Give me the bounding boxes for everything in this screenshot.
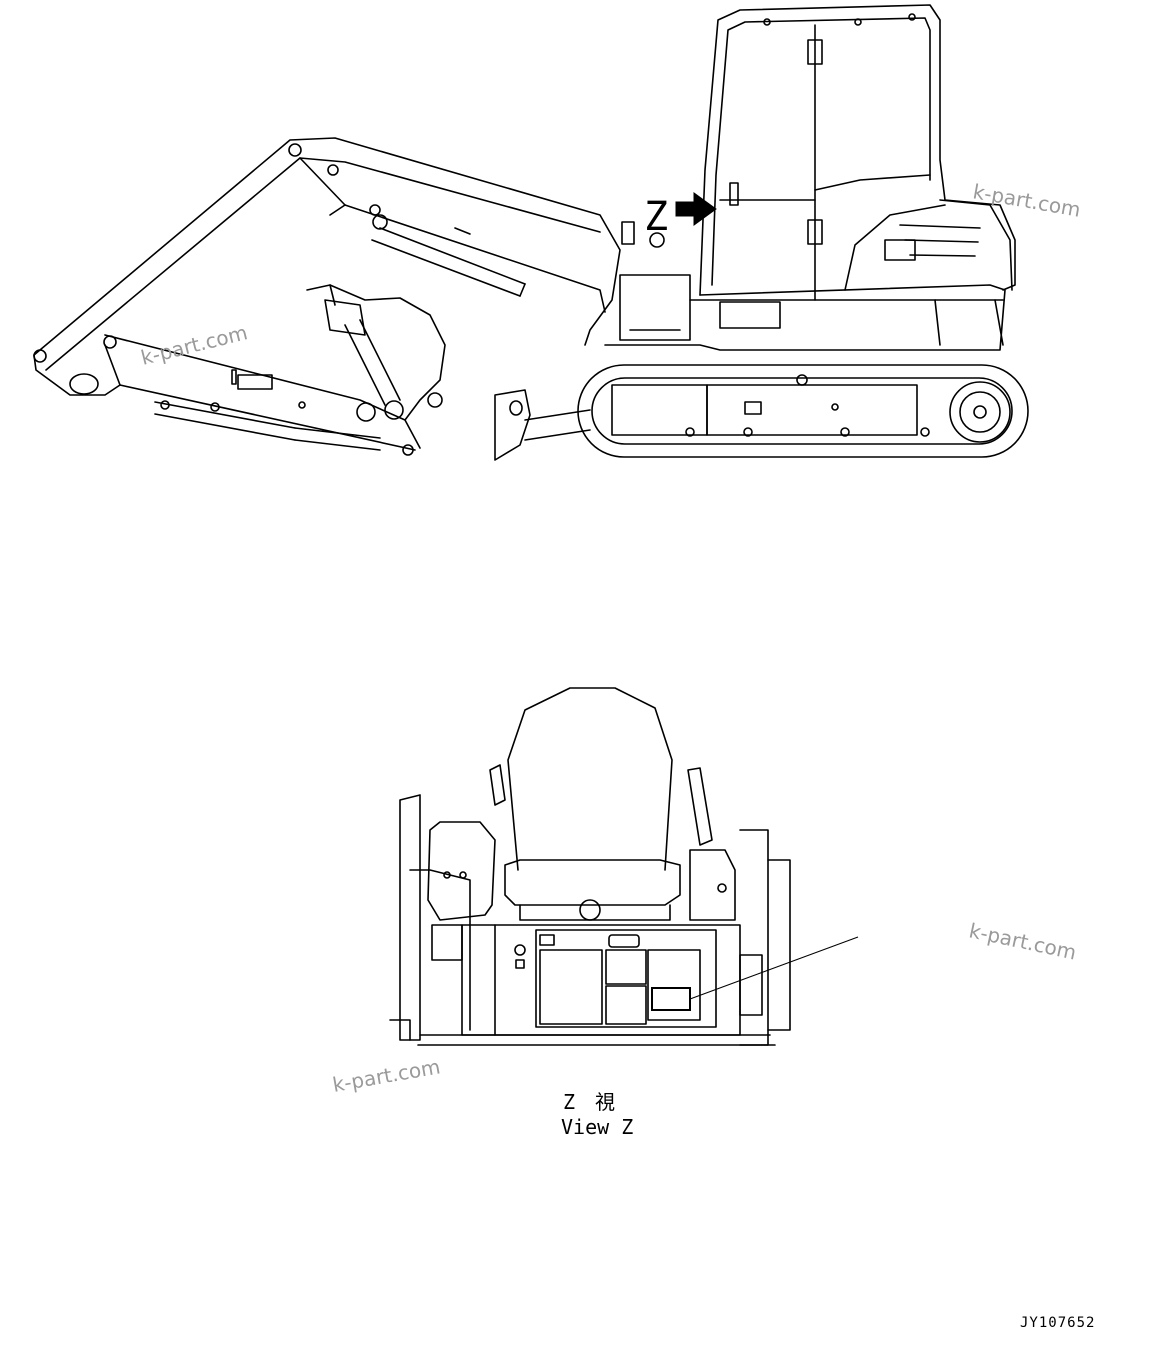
engine-hood — [899, 199, 1013, 346]
watermark: k-part.com — [971, 179, 1082, 222]
leader-line — [689, 936, 859, 1000]
callout-arrow-icon — [675, 192, 717, 226]
cab — [699, 4, 1016, 301]
upper-structure — [604, 232, 1006, 351]
left-console — [389, 764, 506, 1041]
bucket — [306, 284, 446, 456]
watermark: k-part.com — [331, 1054, 442, 1097]
right-control-lever — [687, 767, 791, 1046]
cab-floor-frame — [417, 924, 776, 1046]
crawler-track — [577, 364, 1029, 458]
label-plate-callout — [651, 936, 859, 1011]
view-z-caption-en: View Z — [561, 1115, 633, 1139]
operator-seat — [504, 687, 681, 921]
boom-cylinder — [371, 214, 526, 297]
callout-z-letter: Z — [644, 194, 668, 240]
label-plate — [651, 987, 691, 1011]
arm — [33, 334, 421, 451]
view-z-caption-jp: Z 視 — [563, 1090, 615, 1114]
arm-cylinder — [154, 400, 381, 451]
view-z-drawing: Z 視 View Z — [389, 687, 859, 1139]
boom — [33, 137, 635, 371]
dozer-blade — [494, 389, 591, 461]
drawing-number: JY107652 — [1020, 1315, 1095, 1331]
watermark: k-part.com — [967, 918, 1079, 964]
callout-z: Z — [644, 192, 717, 240]
excavator-side-view: Z — [33, 4, 1029, 461]
watermark: k-part.com — [138, 320, 249, 370]
